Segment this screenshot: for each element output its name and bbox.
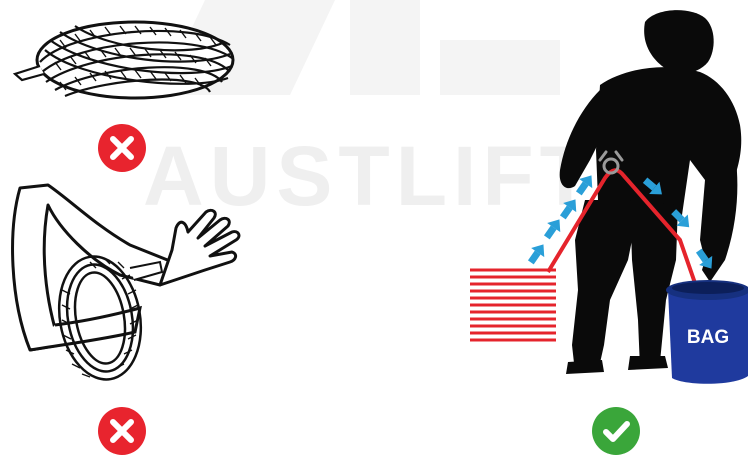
rope-around-arm-illustration: [13, 185, 239, 386]
correct-check-icon: [592, 407, 640, 455]
wrong-cross-icon-2: [98, 407, 146, 455]
coiled-rope-illustration: [15, 22, 233, 98]
flaked-rope-stack: [470, 270, 556, 340]
bag: BAG: [666, 280, 748, 384]
wrong-cross-icon-1: [98, 124, 146, 172]
arrow-up-icon-1: [524, 240, 550, 267]
bag-label: BAG: [687, 327, 729, 348]
watermark: AUSTLIFT: [143, 0, 597, 223]
